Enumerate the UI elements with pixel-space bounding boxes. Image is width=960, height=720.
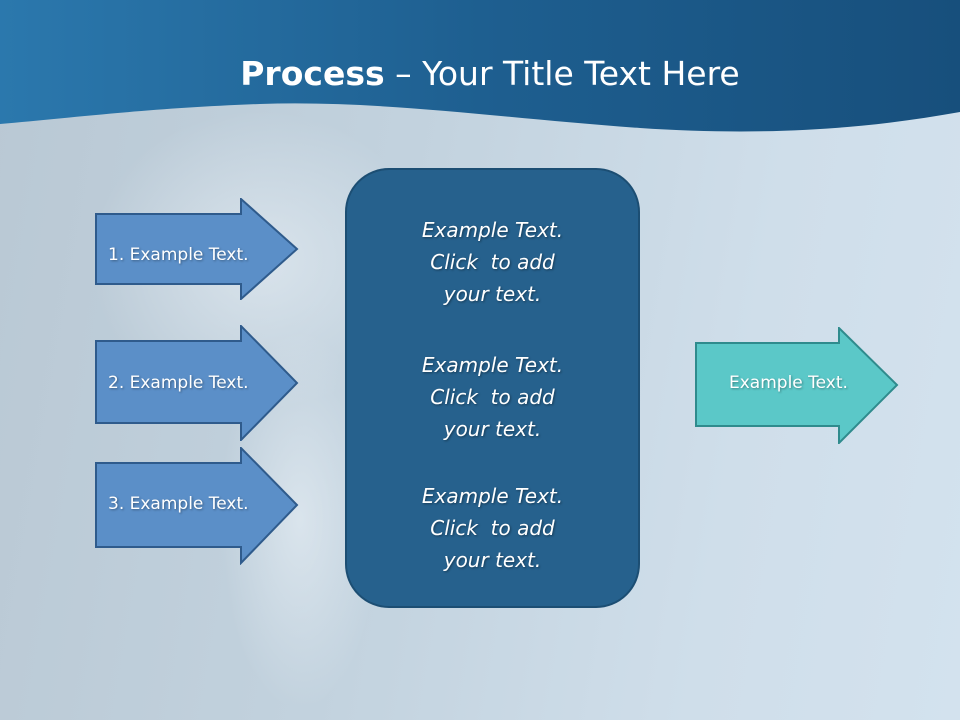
input-arrow-1: [95, 198, 299, 300]
center-block-3-line-1: Example Text.: [421, 484, 564, 508]
output-arrow-label: Example Text.: [729, 373, 848, 393]
input-arrow-3-label: 3. Example Text.: [108, 494, 249, 514]
input-arrow-2: [95, 325, 299, 441]
input-arrow-2-label: 2. Example Text.: [108, 373, 249, 393]
center-text-block-3: Example Text. Click to add your text.: [347, 480, 638, 576]
title-rest: – Your Title Text Here: [384, 54, 740, 93]
center-block-1-line-1: Example Text.: [421, 218, 564, 242]
center-block-1-line-3: your text.: [443, 282, 542, 306]
center-block-2-line-3: your text.: [443, 417, 542, 441]
title-bold: Process: [240, 54, 385, 93]
center-text-block-2: Example Text. Click to add your text.: [347, 349, 638, 445]
center-text-block-1: Example Text. Click to add your text.: [347, 214, 638, 310]
center-block-2-line-1: Example Text.: [421, 353, 564, 377]
center-block-3-line-2: Click to add: [430, 516, 555, 540]
output-arrow: [695, 327, 899, 444]
header-wave: [0, 0, 960, 132]
center-block-2-line-2: Click to add: [430, 385, 555, 409]
water-splash-tail: [220, 330, 380, 710]
input-arrow-3: [95, 447, 299, 565]
center-block-1-line-2: Click to add: [430, 250, 555, 274]
input-arrow-1-label: 1. Example Text.: [108, 245, 249, 265]
center-block-3-line-3: your text.: [443, 548, 542, 572]
center-process-box: Example Text. Click to add your text. Ex…: [345, 168, 640, 608]
slide-title: Process – Your Title Text Here: [0, 52, 960, 96]
